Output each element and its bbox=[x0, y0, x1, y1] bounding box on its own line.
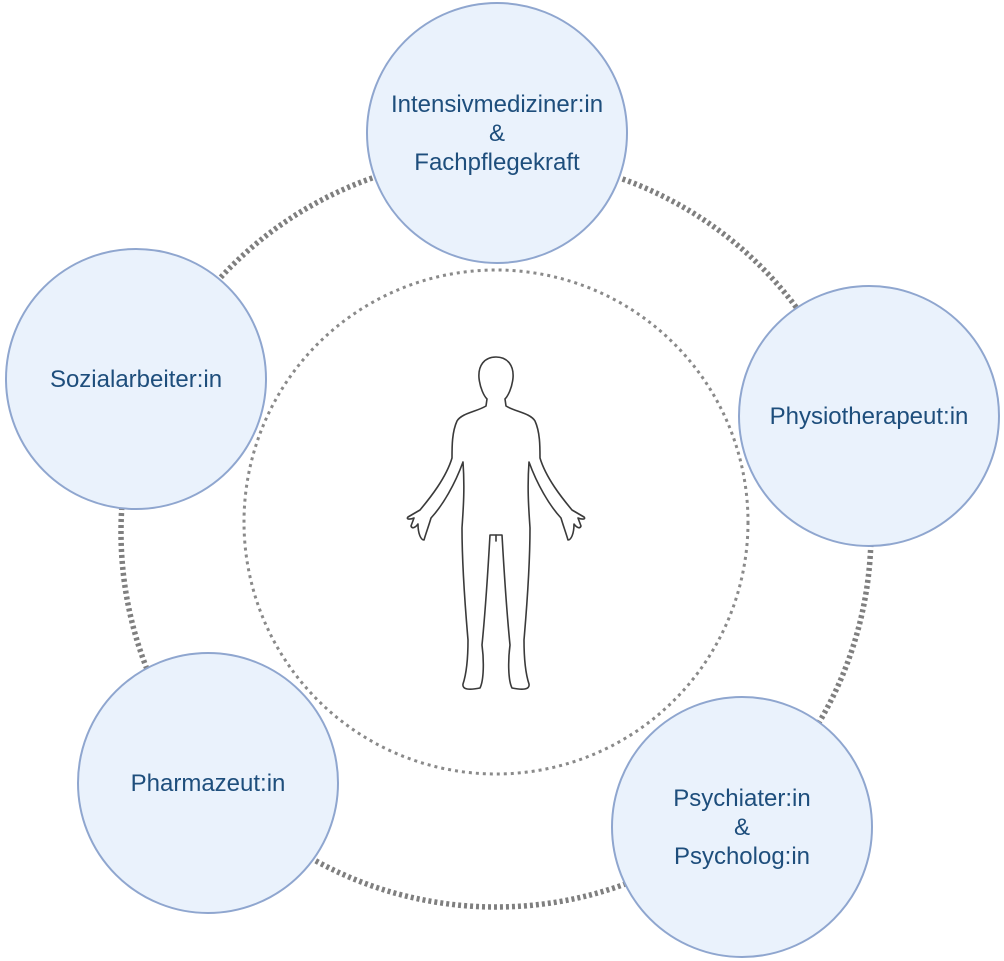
inner-dotted-ring bbox=[242, 268, 750, 776]
role-label-line: Psychiater:in bbox=[673, 784, 811, 812]
role-label-line: Intensivmediziner:in bbox=[390, 90, 604, 118]
role-psychiatrist-psychologist: Psychiater:in & Psycholog:in bbox=[611, 696, 873, 958]
role-physiotherapist: Physiotherapeut:in bbox=[738, 285, 1000, 547]
role-label-line: Pharmazeut:in bbox=[130, 769, 286, 797]
role-label-line: & bbox=[488, 119, 505, 147]
role-label-line: Physiotherapeut:in bbox=[769, 402, 969, 430]
role-social-worker: Sozialarbeiter:in bbox=[5, 248, 267, 510]
role-label-line: Psycholog:in bbox=[673, 842, 811, 870]
role-label-line: & bbox=[733, 813, 750, 841]
role-intensive-care: Intensivmediziner:in & Fachpflegekraft bbox=[366, 2, 628, 264]
role-label-line: Sozialarbeiter:in bbox=[49, 365, 223, 393]
role-label-line: Fachpflegekraft bbox=[414, 148, 580, 176]
role-pharmacist: Pharmazeut:in bbox=[77, 652, 339, 914]
human-body-outline-icon bbox=[406, 356, 586, 690]
